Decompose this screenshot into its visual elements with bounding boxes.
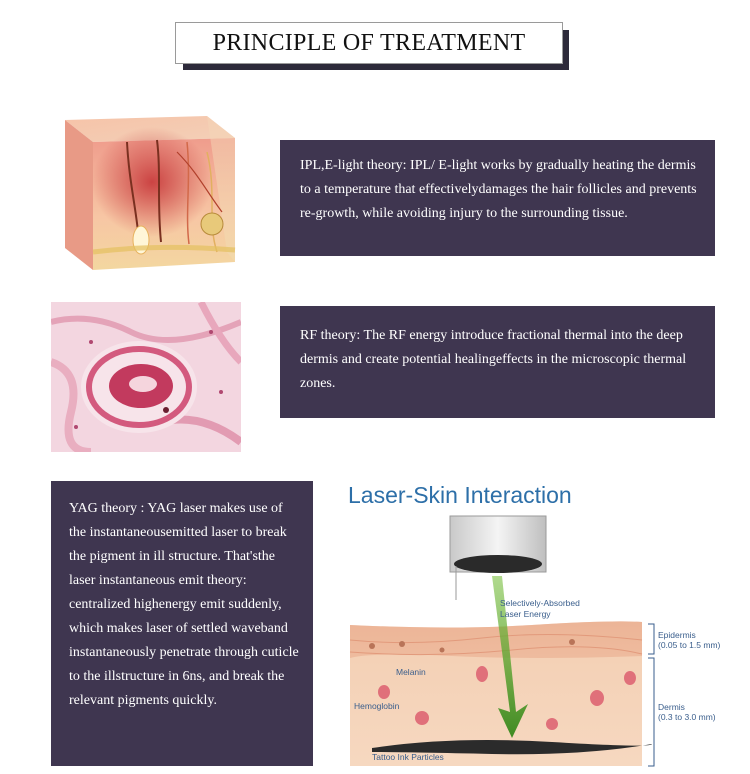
skin-hair-follicle-illustration <box>65 116 236 270</box>
melanin-label: Melanin <box>396 667 426 677</box>
dermis-label: Dermis <box>658 702 685 712</box>
rf-theory-text: RF theory: The RF energy introduce fract… <box>300 328 687 391</box>
diagram-title: Laser-Skin Interaction <box>348 482 572 508</box>
ipl-theory-text: IPL,E-light theory: IPL/ E-light works b… <box>300 158 697 221</box>
yag-theory-panel: YAG theory : YAG laser makes use of the … <box>51 481 313 766</box>
hemoglobin-label: Hemoglobin <box>354 701 400 711</box>
laser-skin-graphic <box>349 515 655 767</box>
title-banner: PRINCIPLE OF TREATMENT <box>175 22 571 74</box>
energy-label-1: Selectively-Absorbed <box>500 598 580 608</box>
dermis-range: (0.3 to 3.0 mm) <box>658 712 716 722</box>
tattoo-label: Tattoo Ink Particles <box>372 752 444 762</box>
ipl-theory-panel: IPL,E-light theory: IPL/ E-light works b… <box>280 140 715 256</box>
energy-label-2: Laser Energy <box>500 609 551 619</box>
title-frame: PRINCIPLE OF TREATMENT <box>175 22 563 64</box>
histology-micrograph <box>51 302 241 452</box>
laser-skin-diagram: Laser-Skin Interaction Selectively-Absor… <box>332 480 722 768</box>
page-title: PRINCIPLE OF TREATMENT <box>212 29 526 56</box>
epidermis-range: (0.05 to 1.5 mm) <box>658 640 721 650</box>
yag-theory-text: YAG theory : YAG laser makes use of the … <box>69 501 299 708</box>
epidermis-label: Epidermis <box>658 630 696 640</box>
rf-theory-panel: RF theory: The RF energy introduce fract… <box>280 306 715 418</box>
